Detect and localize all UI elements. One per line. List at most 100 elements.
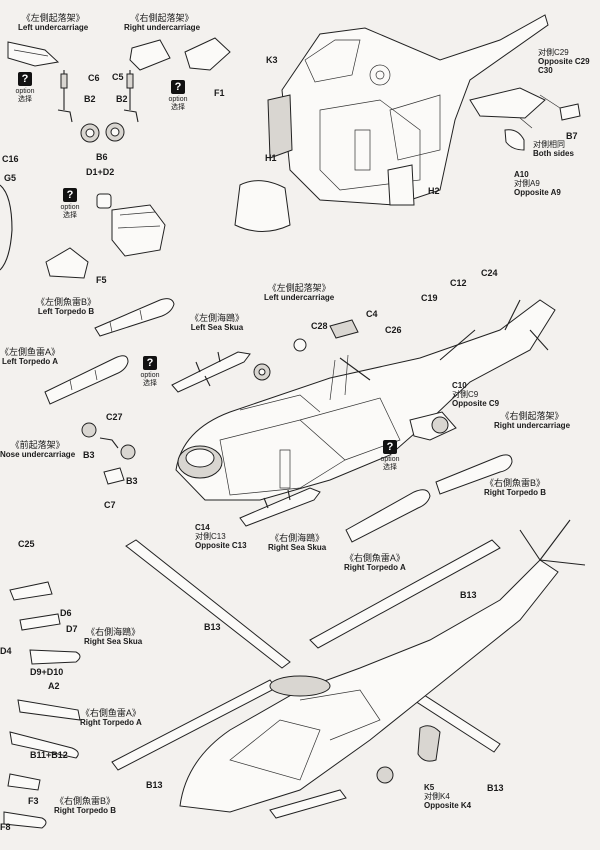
question-icon: ? xyxy=(18,72,32,86)
heading-zh: 《左側起落架》 xyxy=(267,283,331,293)
part-f3: F3 xyxy=(28,796,39,806)
heading-left-sea-skua: 《左側海鴎》 Left Sea Skua xyxy=(190,313,244,333)
heading-en: Left Sea Skua xyxy=(190,323,244,332)
option-label-zh: 选择 xyxy=(143,380,157,387)
part-k3: K3 xyxy=(266,55,278,65)
part-h1: H1 xyxy=(265,153,277,163)
part-c27: C27 xyxy=(106,412,123,422)
main-fuselage xyxy=(175,299,556,501)
strut-b2-left xyxy=(57,70,73,123)
part-b13-c: B13 xyxy=(146,780,163,790)
option-label-zh: 选择 xyxy=(18,96,32,103)
annotation-line: 对側C29 xyxy=(538,48,569,57)
annotation-a10: A10 对側A9 Opposite A9 xyxy=(514,170,561,197)
heading-zh: 《右側魚雷B》 xyxy=(485,478,546,488)
heading-zh: 《右側海鴎》 xyxy=(270,533,325,543)
annotation-line: K5 xyxy=(424,783,435,792)
part-c6: C6 xyxy=(88,73,100,83)
heading-zh: 《右側起落架》 xyxy=(130,13,194,23)
heading-zh: 《前起落架》 xyxy=(10,440,65,450)
complete-helicopter xyxy=(179,519,586,819)
part-f8: F8 xyxy=(0,822,11,832)
annotation-line: Both sides xyxy=(533,149,574,158)
heading-right-sea-skua-low: 《右側海鴎》 Right Sea Skua xyxy=(84,627,142,647)
annotation-k5: K5 对側K4 Opposite K4 xyxy=(424,783,471,810)
part-c12: C12 xyxy=(450,278,467,288)
heading-right-torpedo-b-low: 《右側魚雷B》 Right Torpedo B xyxy=(54,796,116,816)
heading-en: Left Torpedo A xyxy=(2,357,58,366)
part-b2-left: B2 xyxy=(84,94,96,104)
weapon-subassemblies xyxy=(3,581,81,829)
heading-en: Left undercarriage xyxy=(18,23,89,32)
annotation-line: 对側A9 xyxy=(514,179,540,188)
heading-left-undercarriage-top: 《左側起落架》 Left undercarriage xyxy=(18,13,88,33)
wheels-b6 xyxy=(80,122,125,143)
annotation-line: Opposite C9 xyxy=(452,399,500,408)
heading-en: Left Torpedo B xyxy=(37,307,95,316)
annotation-c10: C10 对側C9 Opposite C9 xyxy=(452,381,499,408)
heading-en: Right Sea Skua xyxy=(84,637,143,646)
question-icon: ? xyxy=(63,188,77,202)
option-marker-1: ? option 选择 xyxy=(3,72,47,104)
heading-en: Left undercarriage xyxy=(264,293,335,302)
question-icon: ? xyxy=(383,440,397,454)
left-undercarriage-door xyxy=(7,41,60,67)
heading-zh: 《左側起落架》 xyxy=(21,13,85,23)
part-b3-right: B3 xyxy=(126,476,138,486)
part-c28: C28 xyxy=(311,321,328,331)
right-sea-skua-mid xyxy=(239,487,321,527)
door-f1 xyxy=(184,37,231,71)
right-torpedo-a-mid xyxy=(345,489,431,543)
annotation-line: Opposite C29 xyxy=(538,57,590,66)
option-label-zh: 选择 xyxy=(383,464,397,471)
part-f1: F1 xyxy=(214,88,225,98)
part-b7: B7 xyxy=(566,131,578,141)
annotation-line: Opposite A9 xyxy=(514,188,561,197)
part-d1-d2: D1+D2 xyxy=(86,167,115,177)
heading-en: Right Torpedo A xyxy=(344,563,406,572)
part-c7: C7 xyxy=(104,500,116,510)
heading-zh: 《右側魚雷A》 xyxy=(344,553,405,563)
heading-right-torpedo-a-low: 《右側鱼雷A》 Right Torpedo A xyxy=(80,708,142,728)
nose-wheel-parts xyxy=(81,422,136,485)
option-marker-5: ? option 选择 xyxy=(368,440,412,472)
left-edge-fragment xyxy=(0,184,13,271)
part-b6: B6 xyxy=(96,152,108,162)
part-c4: C4 xyxy=(366,309,378,319)
part-a2: A2 xyxy=(48,681,60,691)
annotation-line: C30 xyxy=(538,66,553,75)
part-c19: C19 xyxy=(421,293,438,303)
option-label-zh: 选择 xyxy=(63,212,77,219)
option-marker-2: ? option 选择 xyxy=(156,80,200,112)
part-b2-right: B2 xyxy=(116,94,128,104)
heading-zh: 《右側海鴎》 xyxy=(86,627,141,637)
left-torpedo-a xyxy=(44,355,129,405)
part-d4: D4 xyxy=(0,646,12,656)
heading-en: Nose undercarriage xyxy=(0,450,76,459)
annotation-line: 对側C9 xyxy=(452,390,479,399)
heading-right-torpedo-b-mid: 《右側魚雷B》 Right Torpedo B xyxy=(484,478,546,498)
option-label: option xyxy=(168,96,188,103)
annotation-line: 对側相同 xyxy=(533,140,565,149)
option-marker-3: ? option 选择 xyxy=(48,188,92,220)
cabin-assembly xyxy=(234,14,581,232)
part-b13-d: B13 xyxy=(487,783,504,793)
right-undercarriage-door xyxy=(129,39,171,71)
heading-zh: 《右側起落架》 xyxy=(500,411,564,421)
heading-en: Right undercarriage xyxy=(494,421,571,430)
annotation-line: C10 xyxy=(452,381,467,390)
option-marker-4: ? option 选择 xyxy=(128,356,172,388)
heading-left-torpedo-b: 《左側魚雷B》 Left Torpedo B xyxy=(36,297,96,317)
heading-left-torpedo-a: 《左側鱼雷A》 Left Torpedo A xyxy=(0,347,60,367)
part-b3-left: B3 xyxy=(83,450,95,460)
option-label: option xyxy=(140,372,160,379)
heading-zh: 《右側鱼雷A》 xyxy=(80,708,141,718)
annotation-b7: 对側相同 Both sides xyxy=(533,140,574,158)
part-d6: D6 xyxy=(60,608,72,618)
heading-right-torpedo-a-mid: 《右側魚雷A》 Right Torpedo A xyxy=(344,553,406,573)
annotation-line: Opposite K4 xyxy=(424,801,472,810)
strut-b2-right xyxy=(123,70,139,123)
option-label: option xyxy=(60,204,80,211)
